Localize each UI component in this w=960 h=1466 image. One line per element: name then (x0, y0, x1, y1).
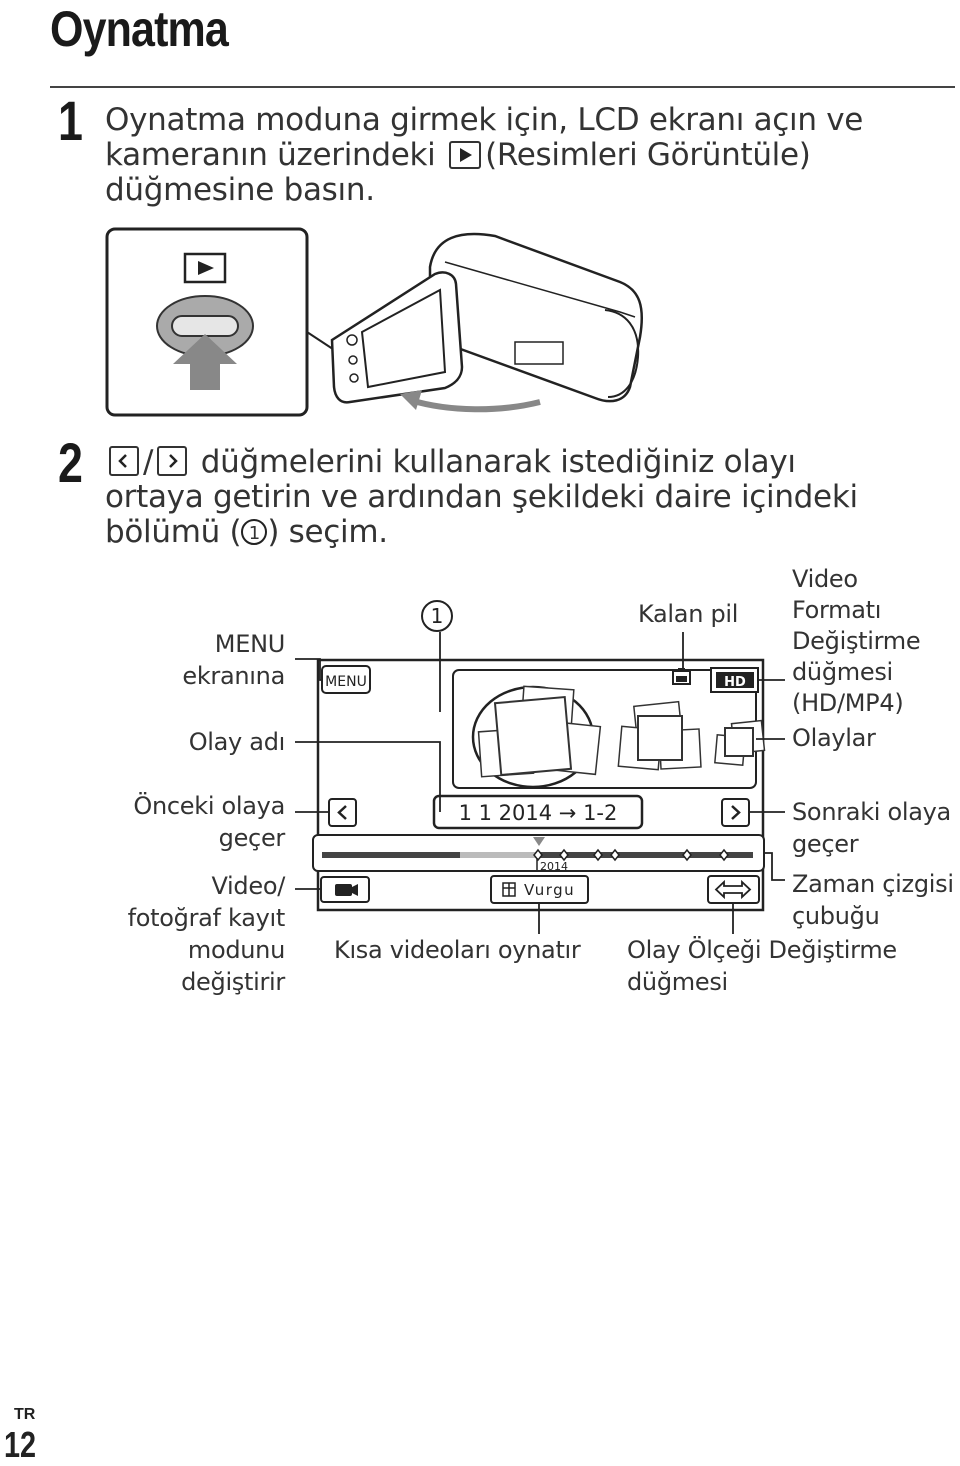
video-format-label: Video Formatı Değiştirme düğmesi (HD/MP4… (792, 564, 921, 719)
highlight-play-label: Kısa videoları oynatır (334, 936, 581, 964)
next-event-label-line-2: geçer (792, 830, 859, 858)
prev-event-label: Önceki olaya geçer (100, 790, 285, 854)
camcorder-body (330, 232, 644, 413)
menu-label-line-2: ekranına (182, 662, 285, 690)
timeline-bar[interactable]: 2014 (312, 834, 765, 873)
video-format-label-line-2: Formatı (792, 596, 882, 624)
menu-button[interactable]: MENU (321, 665, 371, 694)
step-1-line-2-before: kameranın üzerindeki (105, 137, 436, 173)
battery-label: Kalan pil (638, 600, 739, 628)
step-1-line-2: kameranın üzerindeki (Resimleri Görüntül… (105, 138, 945, 173)
step-2-text: / düğmelerini kullanarak istediğiniz ola… (105, 445, 955, 550)
event-date-text: 1 1 2014 → 1-2 (459, 801, 618, 825)
mode-switch-label-line-2: fotoğraf kayıt (127, 904, 286, 932)
circled-number-1: 1 (241, 519, 268, 545)
menu-button-text: MENU (325, 674, 367, 690)
event-name-label: Olay adı (188, 728, 286, 756)
timeline-bar-label-line-2: çubuğu (792, 902, 880, 930)
next-event-label-line-1: Sonraki olaya (792, 798, 951, 826)
step-2-line-2: ortaya getirin ve ardından şekildeki dai… (105, 479, 858, 515)
video-format-label-line-4: düğmesi (792, 658, 893, 686)
timeline-bar-label: Zaman çizgisi çubuğu (792, 868, 954, 932)
next-event-button[interactable] (721, 798, 750, 827)
timeline-bar-label-line-1: Zaman çizgisi (792, 870, 954, 898)
timeline-event-markers (533, 848, 729, 862)
step-1-line-3: düğmesine basın. (105, 172, 375, 208)
event-name-box: 1 1 2014 → 1-2 (432, 794, 644, 830)
event-scale-label: Olay Ölçeği Değiştirme düğmesi (627, 934, 897, 998)
step-2-line-3: bölümü (1) seçim. (105, 515, 955, 550)
hd-format-button[interactable]: HD (710, 667, 759, 693)
menu-label: MENU ekranına (100, 628, 285, 692)
playback-screen-diagram: MENU HD 1 1 2014 → 1-2 (295, 632, 785, 934)
step-2-slash: / (143, 444, 154, 480)
page-title: Oynatma (50, 1, 229, 57)
step-2-number: 2 (58, 431, 83, 494)
highlight-button-text: Vurgu (524, 881, 575, 899)
event-scale-button[interactable] (707, 875, 760, 904)
language-tag: TR (14, 1406, 36, 1423)
battery-icon (672, 668, 691, 685)
video-format-label-line-3: Değiştirme (792, 627, 921, 655)
step-1-number: 1 (58, 89, 83, 152)
next-chevron-icon (157, 446, 188, 476)
selected-event-thumbnails[interactable] (471, 685, 602, 789)
menu-label-line-1: MENU (214, 630, 286, 658)
timeline-cursor-icon (533, 837, 545, 846)
prev-event-label-line-2: geçer (218, 824, 286, 852)
mode-switch-label-line-4: değiştirir (181, 968, 285, 996)
hd-badge-text: HD (724, 675, 746, 690)
mode-switch-label-line-3: modunu (187, 936, 285, 964)
camera-illustration (105, 227, 644, 417)
mode-switch-label-line-1: Video/ (211, 872, 285, 900)
leader-lines (295, 632, 785, 934)
video-format-label-line-5: (HD/MP4) (792, 689, 904, 717)
page-number: 12 (4, 1424, 37, 1465)
event-thumbnails-right[interactable] (714, 719, 766, 766)
events-label: Olaylar (792, 724, 876, 752)
event-scale-label-line-1: Olay Ölçeği Değiştirme (627, 936, 897, 964)
step-2-line-3-before: bölümü ( (105, 514, 242, 550)
step-1-text: Oynatma moduna girmek için, LCD ekranı a… (105, 103, 945, 208)
step-2-line-1: / düğmelerini kullanarak istediğiniz ola… (105, 445, 955, 480)
highlight-button[interactable]: Vurgu (490, 875, 589, 904)
timeline-year-text: 2014 (540, 860, 568, 873)
mode-switch-button[interactable] (320, 876, 370, 903)
prev-chevron-icon (109, 446, 139, 476)
step-1-line-1: Oynatma moduna girmek için, LCD ekranı a… (105, 102, 864, 138)
button-callout (105, 227, 346, 417)
title-rule (50, 86, 955, 88)
circled-marker-1: 1 (421, 600, 453, 632)
step-2-line-3-after: ) seçim. (267, 514, 388, 550)
step-2-line-1-text: düğmelerini kullanarak istediğiniz olayı (200, 444, 796, 480)
next-event-label: Sonraki olaya geçer (792, 796, 951, 860)
mode-switch-label: Video/ fotoğraf kayıt modunu değiştirir (90, 870, 286, 998)
prev-event-label-line-1: Önceki olaya (133, 792, 285, 820)
prev-event-button[interactable] (328, 798, 357, 827)
event-scale-label-line-2: düğmesi (627, 968, 728, 996)
event-thumbnails-middle[interactable] (617, 700, 702, 771)
step-1-line-2-after: (Resimleri Görüntüle) (485, 137, 811, 173)
play-button-icon (449, 141, 482, 169)
video-format-label-line-1: Video (792, 565, 858, 593)
